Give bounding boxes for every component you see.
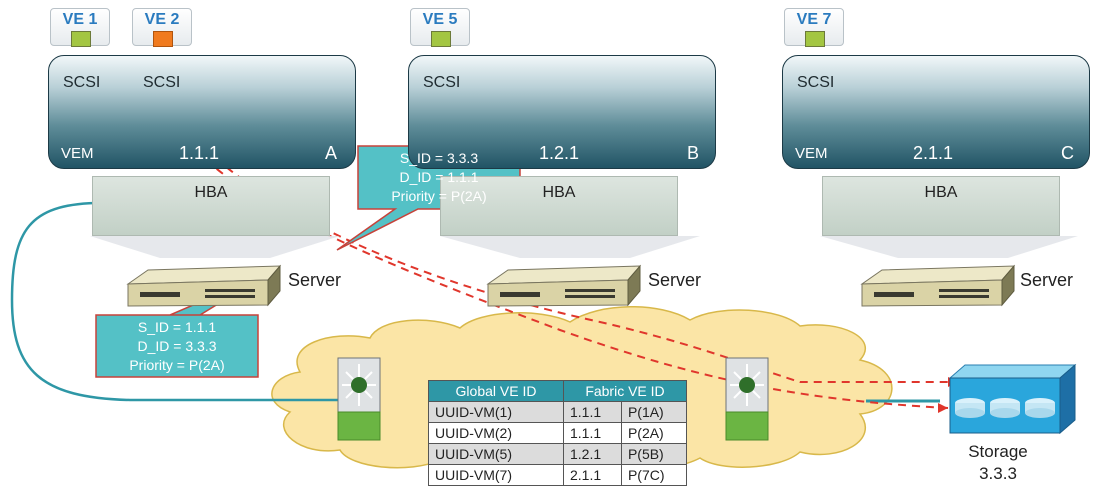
lower-callout-priority: Priority = P(2A)	[129, 357, 225, 373]
table-cell: 1.2.1	[563, 443, 622, 465]
left-switch-icon	[337, 357, 381, 441]
table-cell: 2.1.1	[563, 464, 622, 486]
host-a-letter: A	[325, 143, 338, 163]
ve-id-table: Global VE ID Fabric VE ID UUID-VM(1) 1.1…	[428, 380, 688, 486]
table-row: UUID-VM(2) 1.1.1 P(2A)	[428, 422, 688, 444]
host-b-hba: HBA	[440, 176, 678, 236]
host-a-funnel	[90, 236, 340, 258]
host-c-vm: SCSI VEM 2.1.1 C	[782, 55, 1090, 169]
server-a-label: Server	[288, 270, 342, 290]
right-switch-icon	[725, 357, 769, 441]
host-c-hba-label: HBA	[924, 184, 958, 201]
server-a-box	[126, 264, 282, 307]
storage-address: 3.3.3	[979, 464, 1017, 483]
host-b-vm: SCSI 1.2.1 B	[408, 55, 716, 169]
lower-callout-did: D_ID = 3.3.3	[137, 338, 217, 354]
upper-callout-did: D_ID = 1.1.1	[399, 169, 479, 185]
host-a-scsi-2: SCSI	[143, 74, 181, 91]
host-b-letter: B	[687, 143, 700, 163]
ve-tab-7-indicator	[805, 31, 825, 47]
table-header-global: Global VE ID	[428, 380, 564, 402]
host-a-hba: HBA	[92, 176, 330, 236]
host-c-hba: HBA	[822, 176, 1060, 236]
server-b-label: Server	[648, 270, 702, 290]
table-cell: P(5B)	[620, 443, 688, 465]
ve-tab-1[interactable]: VE 1	[50, 8, 110, 47]
table-cell: 1.1.1	[563, 401, 622, 423]
host-a-hba-label: HBA	[194, 184, 228, 201]
lower-callout-sid: S_ID = 1.1.1	[137, 319, 217, 335]
table-cell: UUID-VM(2)	[428, 422, 564, 444]
table-cell: 1.1.1	[563, 422, 622, 444]
table-header-fabric: Fabric VE ID	[563, 380, 687, 402]
upper-callout-priority: Priority = P(2A)	[391, 188, 487, 204]
ve-tab-7-label: VE 7	[796, 11, 832, 28]
host-b-hba-label: HBA	[542, 184, 576, 201]
lower-callout: S_ID = 1.1.1 D_ID = 3.3.3 Priority = P(2…	[96, 318, 258, 375]
table-row: UUID-VM(7) 2.1.1 P(7C)	[428, 464, 688, 486]
host-c-funnel	[820, 236, 1078, 258]
ve-tab-1-indicator	[71, 31, 91, 47]
host-a-to-switch-link	[10, 201, 338, 402]
host-c-scsi-1: SCSI	[797, 74, 835, 91]
table-cell: P(2A)	[620, 422, 688, 444]
host-c-vem-label: VEM	[795, 145, 828, 162]
server-c-box	[860, 264, 1016, 307]
ve-tab-2-indicator	[153, 31, 173, 47]
host-c-letter: C	[1061, 143, 1074, 163]
table-row: UUID-VM(5) 1.2.1 P(5B)	[428, 443, 688, 465]
host-b-scsi-1: SCSI	[423, 74, 461, 91]
ve-tab-5-label: VE 5	[422, 11, 458, 28]
table-cell: UUID-VM(5)	[428, 443, 564, 465]
server-b-box	[486, 264, 642, 307]
host-c-address: 2.1.1	[913, 143, 954, 163]
host-b-address: 1.2.1	[539, 143, 580, 163]
ve-tab-7[interactable]: VE 7	[784, 8, 844, 47]
host-a-vem-label: VEM	[61, 145, 94, 162]
table-row: UUID-VM(1) 1.1.1 P(1A)	[428, 401, 688, 423]
upper-callout: S_ID = 3.3.3 D_ID = 1.1.1 Priority = P(2…	[358, 149, 520, 206]
ve-tab-2-label: VE 2	[144, 11, 180, 28]
ve-tab-5-indicator	[431, 31, 451, 47]
host-a-vm: SCSI SCSI VEM 1.1.1 A	[48, 55, 356, 169]
table-cell: UUID-VM(1)	[428, 401, 564, 423]
storage-arrow-lower	[938, 403, 948, 413]
table-cell: P(1A)	[620, 401, 688, 423]
table-header-row: Global VE ID Fabric VE ID	[428, 380, 687, 402]
ve-tab-2[interactable]: VE 2	[132, 8, 192, 47]
table-cell: UUID-VM(7)	[428, 464, 564, 486]
server-c-label: Server	[1020, 270, 1074, 290]
storage-icon	[948, 363, 1077, 435]
host-b-funnel	[440, 236, 700, 258]
storage-label: Storage	[968, 442, 1028, 461]
host-a-scsi-1: SCSI	[63, 74, 101, 91]
ve-tab-5[interactable]: VE 5	[410, 8, 470, 47]
ve-tab-1-label: VE 1	[62, 11, 98, 28]
table-cell: P(7C)	[620, 464, 688, 486]
host-a-address: 1.1.1	[179, 143, 220, 163]
upper-callout-sid: S_ID = 3.3.3	[399, 150, 479, 166]
